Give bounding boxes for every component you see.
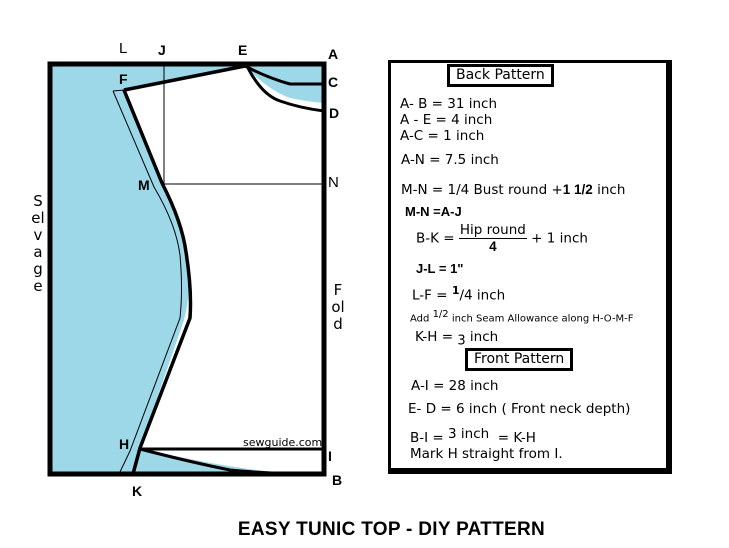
m-n-bold: 1 1/2 (562, 182, 593, 197)
instruction-j-l: J-L = 1" (416, 261, 464, 276)
page-title: EASY TUNIC TOP - DIY PATTERN (237, 519, 546, 540)
instruction-m-n: M-N = 1/4 Bust round +1 1/2 inch (401, 182, 625, 198)
instruction-e-d: E- D = 6 inch ( Front neck depth) (408, 401, 631, 417)
instruction-b-i: B-I = 3 inch = K-H (410, 426, 536, 446)
instruction-m-n-equals-a-j: M-N =A-J (405, 204, 462, 219)
m-n-suffix: inch (592, 182, 626, 198)
m-n-text: M-N = 1/4 Bust round + (401, 182, 563, 198)
point-label-n: N (328, 174, 339, 191)
fabric-frame (47, 61, 327, 477)
instruction-mark-h: Mark H straight from I. (410, 446, 563, 462)
point-label-j: J (158, 42, 166, 58)
instruction-a-b: A- B = 31 inch (400, 96, 498, 112)
instruction-a-e: A - E = 4 inch (400, 112, 493, 128)
b-k-text: B-K = (416, 230, 455, 247)
selvage-label: Selvage (31, 192, 45, 295)
point-label-m: M (138, 177, 150, 193)
point-label-i: I (328, 448, 332, 464)
point-label-l: L (119, 40, 128, 57)
instruction-l-f: L-F = 1/4 inch (412, 284, 506, 304)
instruction-k-h: K-H = 3 inch (415, 329, 499, 349)
instructions-panel: Back Pattern A- B = 31 inch A - E = 4 in… (388, 60, 672, 474)
b-k-suffix: + 1 inch (531, 230, 588, 247)
point-label-a: A (328, 46, 339, 62)
point-label-h: H (119, 436, 130, 452)
point-label-k: K (132, 483, 143, 499)
watermark: sewguide.com (243, 436, 323, 449)
instruction-a-i: A-I = 28 inch (411, 378, 499, 394)
back-pattern-heading: Back Pattern (447, 64, 554, 87)
instruction-seam-allowance: Add 1/2 inch Seam Allowance along H-O-M-… (410, 309, 634, 325)
point-label-d: D (329, 105, 340, 121)
instruction-a-n: A-N = 7.5 inch (401, 152, 499, 168)
fold-label: Fold (331, 281, 345, 333)
point-label-c: C (328, 74, 339, 90)
instruction-a-c: A-C = 1 inch (400, 128, 485, 144)
point-label-e: E (238, 42, 248, 58)
front-pattern-heading: Front Pattern (465, 348, 574, 371)
point-label-b: B (332, 472, 343, 488)
point-label-f: F (119, 71, 128, 87)
